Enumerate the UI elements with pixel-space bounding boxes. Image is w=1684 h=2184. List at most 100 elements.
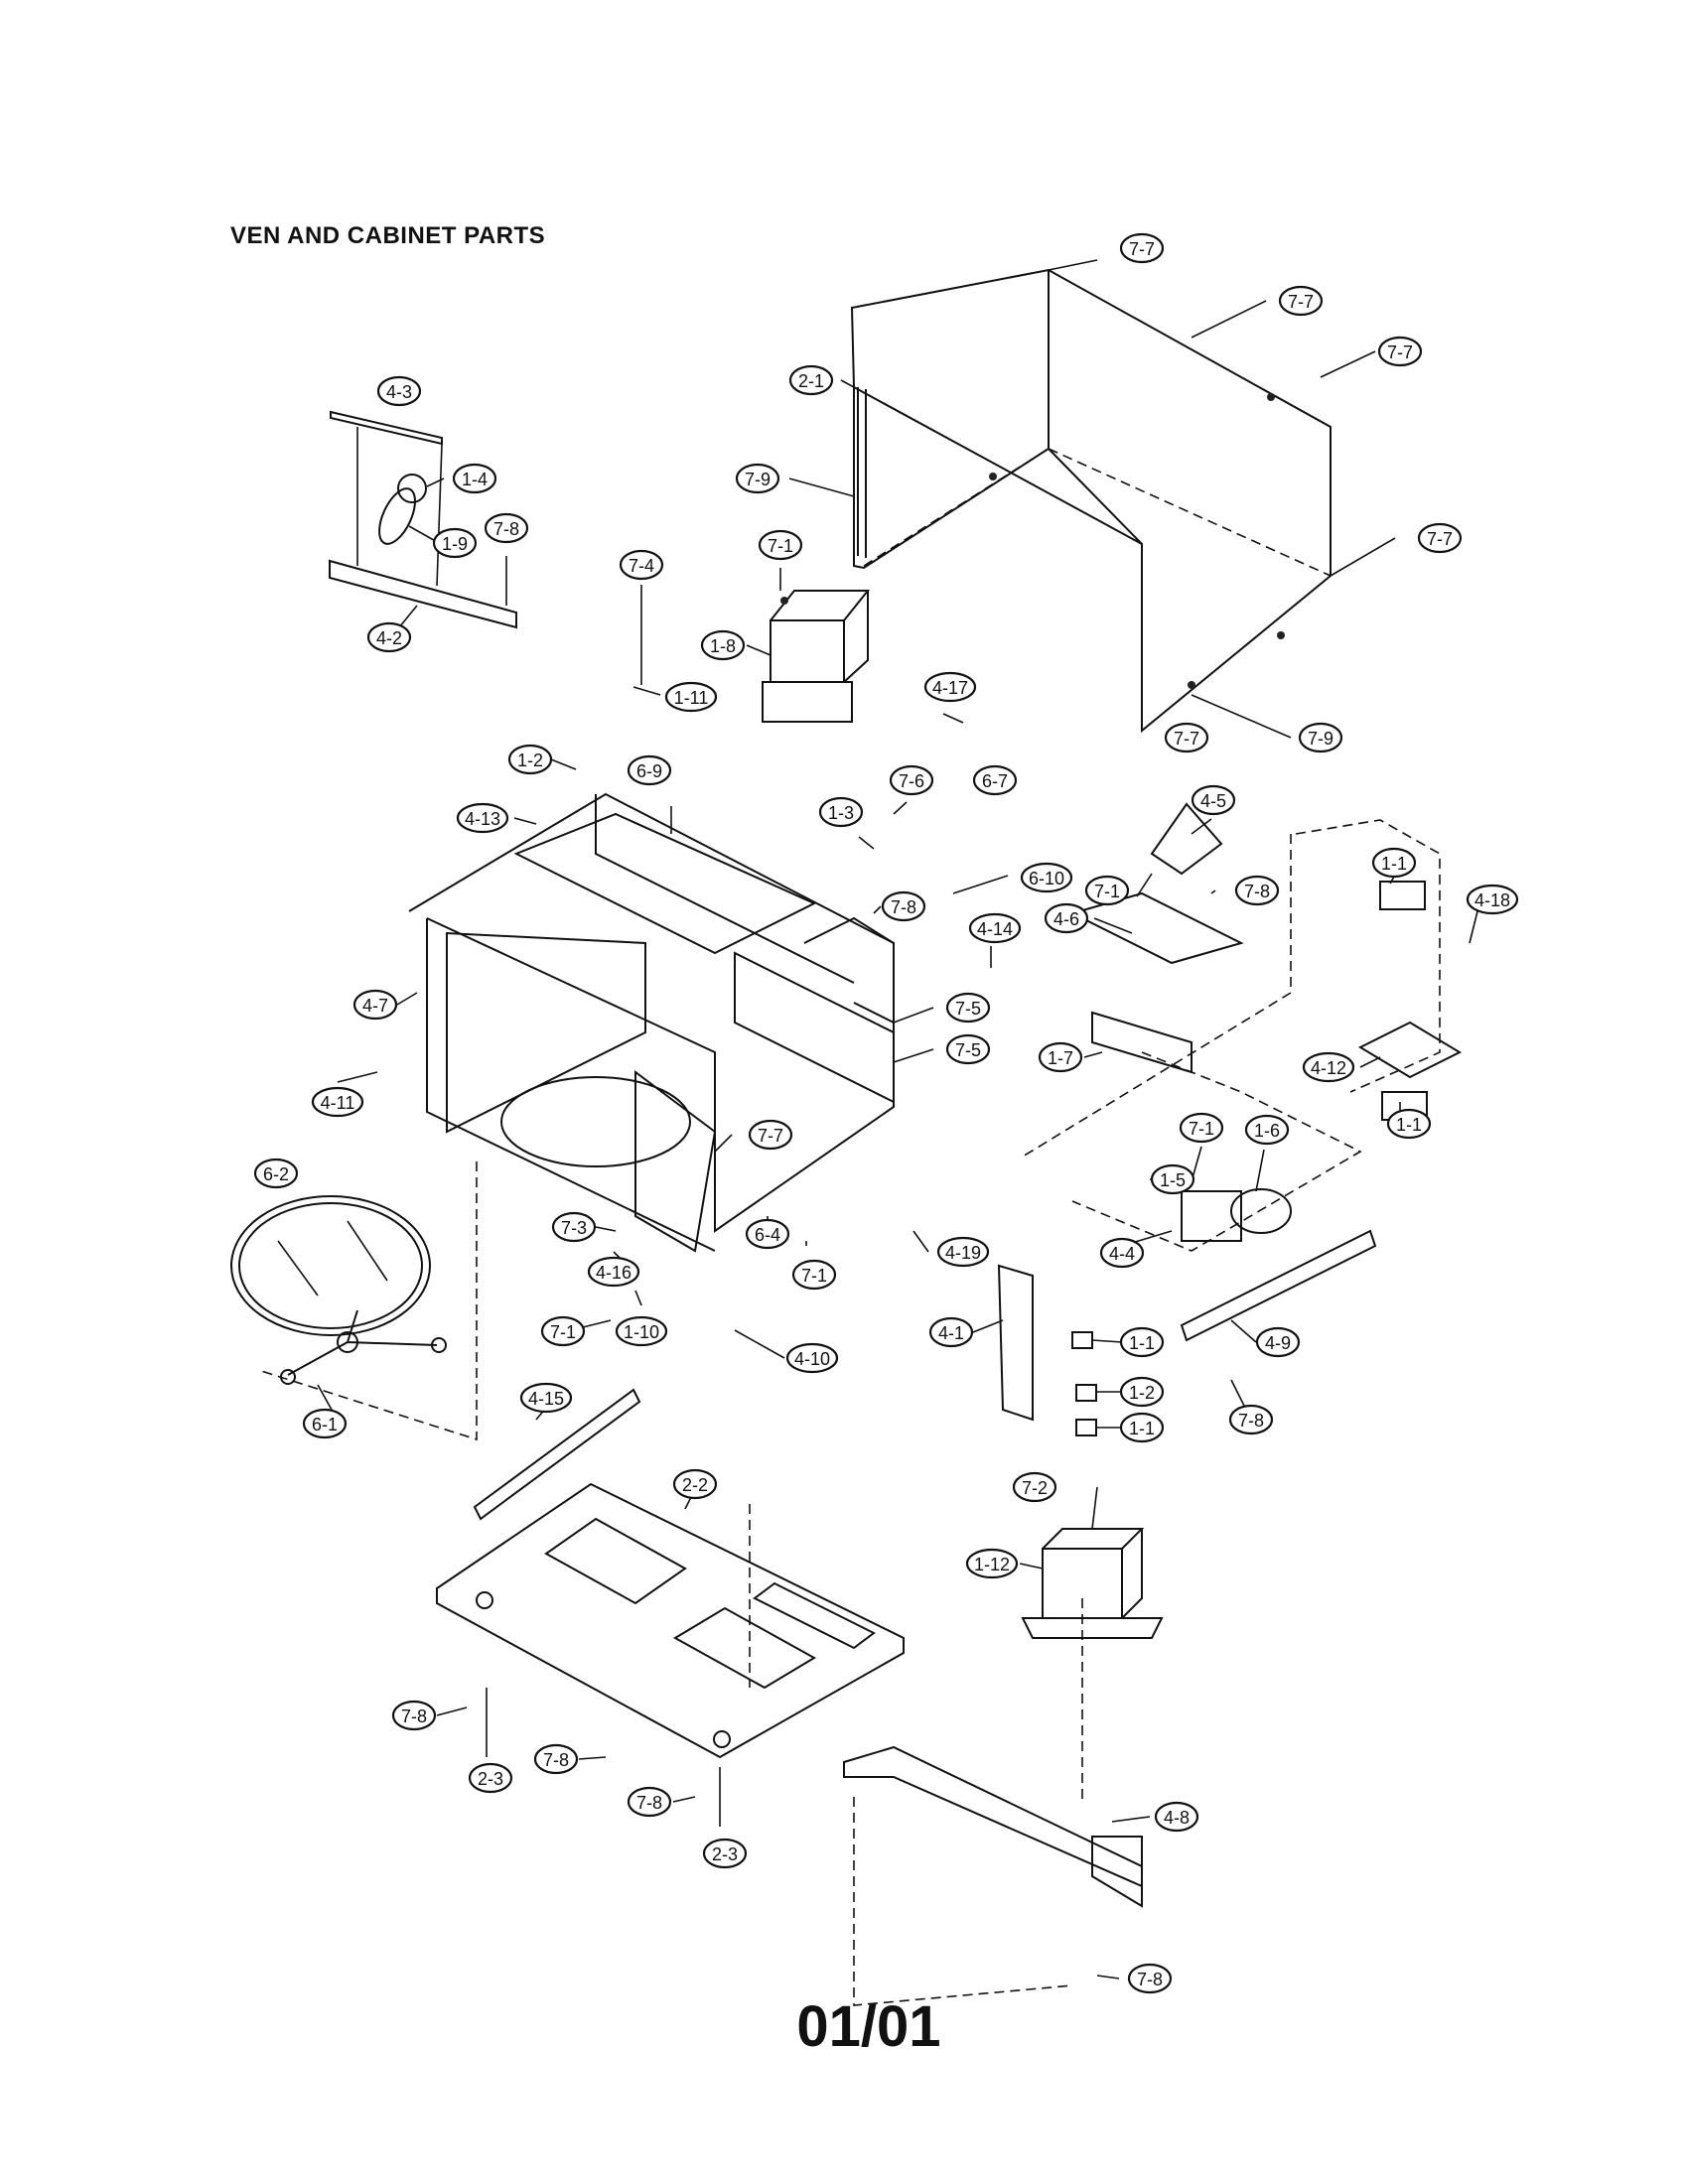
magnetron-part xyxy=(762,590,871,723)
callout-4-11: 4-11 xyxy=(311,1086,364,1118)
callout-label: 7-8 xyxy=(1137,1970,1163,1989)
callout-label: 4-10 xyxy=(794,1349,830,1369)
callout-label: 7-9 xyxy=(1308,729,1333,749)
callout-bubble xyxy=(1119,1376,1165,1408)
callout-2-1: 2-1 xyxy=(788,364,834,396)
callout-label: 7-8 xyxy=(543,1750,569,1770)
callout-bubble xyxy=(1127,1963,1173,1994)
callout-label: 6-9 xyxy=(636,761,662,781)
callout-label: 4-11 xyxy=(321,1093,355,1113)
callout-bubble xyxy=(1234,875,1280,906)
callout-4-18: 4-18 xyxy=(1466,884,1519,915)
callout-bubble xyxy=(1255,1326,1301,1358)
callout-7-1: 7-1 xyxy=(1179,1112,1224,1144)
callout-6-4: 6-4 xyxy=(745,1218,790,1250)
latch-rail-part xyxy=(843,1745,1143,1908)
callout-label: 4-3 xyxy=(386,382,412,402)
callout-bubble xyxy=(615,1315,668,1347)
callout-7-9: 7-9 xyxy=(735,463,780,494)
callout-bubble xyxy=(352,989,398,1021)
callout-label: 1-4 xyxy=(462,470,488,489)
callout-label: 4-15 xyxy=(528,1389,564,1409)
callout-layer: 7-77-77-77-77-72-17-97-94-31-41-97-84-27… xyxy=(253,232,1519,1994)
transformer-part xyxy=(1021,1528,1164,1639)
callout-1-12: 1-12 xyxy=(965,1548,1019,1579)
callout-label: 7-8 xyxy=(891,897,916,917)
callout-label: 1-2 xyxy=(1129,1383,1155,1403)
assembly-outline xyxy=(257,819,1441,2006)
callout-label: 4-19 xyxy=(945,1243,981,1263)
callout-bubble xyxy=(507,744,553,775)
callout-bubble xyxy=(551,1211,597,1243)
fan-motor-part xyxy=(1069,802,1292,1242)
callout-bubble xyxy=(1020,862,1073,893)
callout-bubble xyxy=(1371,847,1417,879)
callout-bubble xyxy=(1298,722,1343,753)
callout-bubble xyxy=(1377,336,1423,367)
callout-7-8: 7-8 xyxy=(1234,875,1280,906)
callout-label: 2-1 xyxy=(798,371,824,391)
callout-bubble xyxy=(791,1259,837,1291)
leader-lines xyxy=(317,259,1480,1979)
callout-label: 1-8 xyxy=(710,636,736,656)
callout-label: 4-9 xyxy=(1265,1333,1291,1353)
callout-bubble xyxy=(923,671,977,703)
callout-label: 7-7 xyxy=(1387,342,1413,362)
callout-label: 7-4 xyxy=(629,556,654,576)
callout-bubble xyxy=(1191,784,1236,816)
callout-1-11: 1-11 xyxy=(664,681,718,713)
callout-7-1: 7-1 xyxy=(791,1259,837,1291)
lamp-assembly-part xyxy=(329,410,517,629)
callout-bubble xyxy=(1044,902,1089,934)
callout-4-8: 4-8 xyxy=(1154,1801,1199,1833)
callout-4-12: 4-12 xyxy=(1302,1051,1355,1083)
callout-label: 6-7 xyxy=(982,771,1008,791)
callout-label: 4-13 xyxy=(465,809,500,829)
callout-bubble xyxy=(468,1762,513,1794)
callout-label: 7-3 xyxy=(561,1218,587,1238)
callout-label: 4-16 xyxy=(596,1263,632,1283)
callout-bubble xyxy=(1179,1112,1224,1144)
callout-7-7: 7-7 xyxy=(748,1119,793,1151)
callout-4-16: 4-16 xyxy=(587,1256,640,1288)
callout-7-8: 7-8 xyxy=(533,1743,579,1775)
callout-bubble xyxy=(785,1342,839,1374)
callout-label: 7-2 xyxy=(1022,1478,1048,1498)
callout-bubble xyxy=(366,621,412,653)
callout-4-4: 4-4 xyxy=(1099,1237,1145,1269)
callout-label: 4-17 xyxy=(932,678,968,698)
callout-7-1: 7-1 xyxy=(540,1315,586,1347)
callout-bubble xyxy=(745,1218,790,1250)
callout-bubble xyxy=(540,1315,586,1347)
callout-bubble xyxy=(1119,1326,1165,1358)
callout-label: 7-8 xyxy=(493,519,519,539)
callout-label: 7-1 xyxy=(768,536,793,556)
callout-4-14: 4-14 xyxy=(968,912,1022,944)
callout-bubble xyxy=(1119,1412,1165,1443)
callout-7-8: 7-8 xyxy=(391,1700,437,1731)
callout-7-3: 7-3 xyxy=(551,1211,597,1243)
callout-label: 1-11 xyxy=(674,688,709,708)
callout-bubble xyxy=(391,1700,437,1731)
callout-bubble xyxy=(1038,1041,1083,1073)
callout-label: 7-7 xyxy=(1288,292,1314,312)
turntable-part xyxy=(230,1195,447,1385)
diagram-title: VEN AND CABINET PARTS xyxy=(230,222,546,249)
callout-6-1: 6-1 xyxy=(302,1408,348,1439)
callout-1-5: 1-5 xyxy=(1150,1163,1195,1195)
callout-bubble xyxy=(965,1548,1019,1579)
callout-4-15: 4-15 xyxy=(519,1382,573,1414)
callout-label: 7-7 xyxy=(1129,239,1155,259)
callout-bubble xyxy=(1084,875,1130,906)
callout-7-7: 7-7 xyxy=(1164,722,1209,753)
callout-7-4: 7-4 xyxy=(619,549,664,581)
callout-1-2: 1-2 xyxy=(507,744,553,775)
callout-bubble xyxy=(484,512,529,544)
callout-7-8: 7-8 xyxy=(484,512,529,544)
callout-label: 4-2 xyxy=(376,628,402,648)
callout-7-8: 7-8 xyxy=(627,1786,672,1818)
callout-1-1: 1-1 xyxy=(1119,1326,1165,1358)
callout-bubble xyxy=(1302,1051,1355,1083)
callout-7-2: 7-2 xyxy=(1012,1471,1057,1503)
